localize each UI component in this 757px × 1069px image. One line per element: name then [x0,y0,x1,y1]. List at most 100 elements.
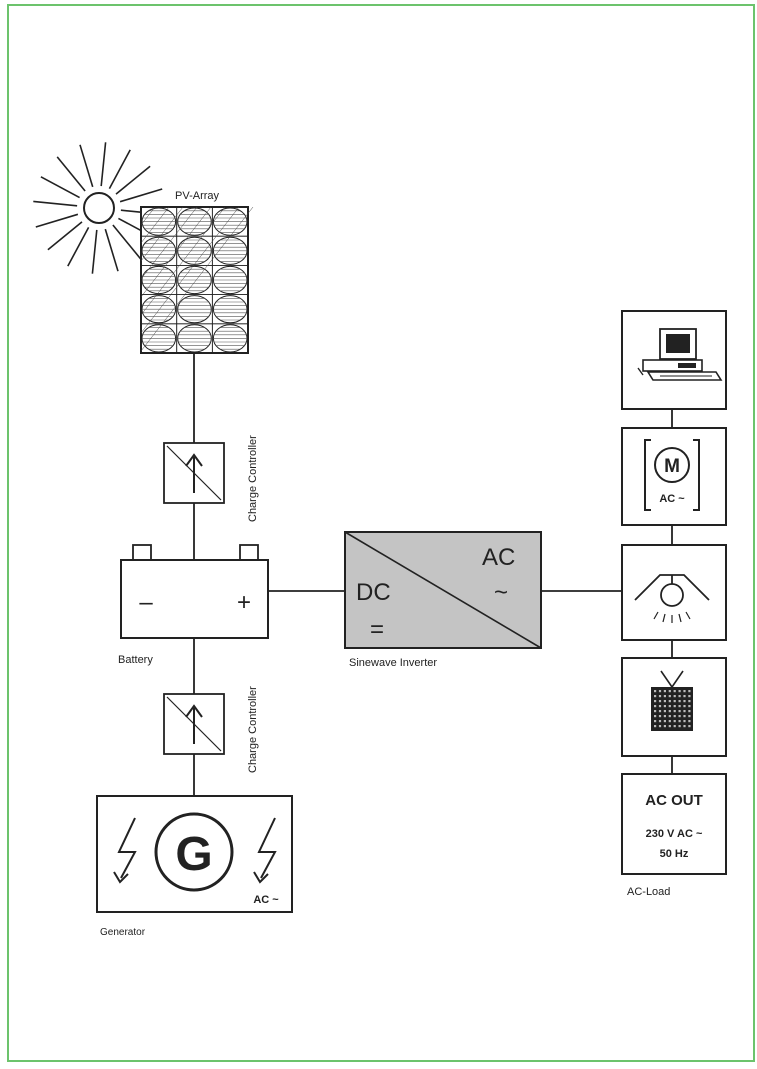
inverter-label: Sinewave Inverter [349,657,437,669]
tv-pixel [678,720,681,723]
tv-pixel [678,710,681,713]
tv-pixel [678,700,681,703]
ac-out-voltage: 230 V AC ~ [646,828,703,840]
sun-ray [115,165,151,195]
pv-cell [211,294,249,325]
tv-pixel [673,705,676,708]
tv-pixel [663,720,666,723]
tv-pixel [654,690,657,693]
tv-pixel [678,690,681,693]
generator-letter: G [175,828,212,881]
pv-array-icon [140,206,254,354]
tv-pixel [668,725,671,728]
pv-shading [140,206,240,334]
sun-ray [79,144,94,188]
tv-pixel [683,695,686,698]
pv-array-label: PV-Array [175,190,220,202]
tv-pixel [668,705,671,708]
battery-plus: + [237,589,251,616]
inverter-ac: AC [482,544,515,571]
inverter-ac-symbol: ~ [494,579,508,606]
sun-ray [100,142,107,187]
computer-load [621,310,727,410]
page-border [7,4,755,1062]
tv-pixel [678,725,681,728]
tv-pixel [673,725,676,728]
sun-ray [108,149,131,189]
arrow-up-icon [185,453,203,493]
tv-pixel [683,715,686,718]
tv-pixel [654,695,657,698]
pv-cell [140,206,178,237]
generator-ac: AC ~ [253,894,279,906]
sun-ray [91,229,98,274]
tv-pixel [663,725,666,728]
sun-ray [40,176,80,199]
sun-ray [104,228,119,272]
ac-out-title: AC OUT [645,792,703,809]
tv-pixel [663,715,666,718]
motor-icon [644,439,700,511]
sun-ray [35,213,79,228]
tv-pixel [663,695,666,698]
tv-pixel [678,705,681,708]
pv-shading [140,206,170,244]
tv-pixel [673,695,676,698]
motor-letter: M [664,456,680,477]
tv-pixel [673,715,676,718]
motor-load: M AC ~ [621,427,727,526]
ac-out-box: AC OUT 230 V AC ~ 50 Hz [621,773,727,875]
tv-pixel [658,700,662,703]
pv-cell [140,323,178,354]
tv-pixel [683,705,686,708]
pv-shading [140,206,226,316]
generator-icon: G AC ~ [96,795,293,913]
tv-pixel [658,710,662,713]
tv-pixel [654,720,657,723]
pv-shading [140,206,156,226]
sun-ray [67,227,90,267]
lightning-icon [113,817,137,884]
tv-pixel [688,715,691,718]
tv-pixel [668,720,671,723]
charge-controller-top-label: Charge Controller [247,435,259,522]
tv-pixel [668,690,671,693]
tv-pixel [654,710,657,713]
inverter-dc-symbol: = [370,616,384,643]
inverter-dc: DC [356,579,391,606]
tv-pixel [654,715,657,718]
pv-shading [140,206,212,298]
lightning-icon [253,817,277,884]
tv-pixel [678,715,681,718]
charge-controller-top [163,442,225,504]
arrow-up-icon [185,704,203,744]
tv-pixel [658,695,662,698]
generator-label: Generator [100,927,146,938]
lamp-load [621,544,727,641]
computer-icon [637,328,723,381]
charge-controller-bottom [163,693,225,755]
tv-icon [651,670,693,731]
tv-pixel [668,710,671,713]
tv-pixel [683,725,686,728]
sun-ray [112,224,142,260]
tv-load [621,657,727,757]
tv-pixel [663,705,666,708]
tv-pixel [658,690,662,693]
pv-shading [140,206,184,262]
tv-pixel [663,690,666,693]
pv-cell [140,235,178,266]
pv-shading [140,206,254,352]
tv-pixel [688,725,691,728]
tv-pixel [673,720,676,723]
sun-ray [47,221,83,251]
tv-pixel [688,700,691,703]
sun-icon [33,142,165,274]
tv-pixel [654,725,657,728]
battery-minus: – [139,589,153,616]
tv-pixel [688,720,691,723]
ac-out-frequency: 50 Hz [660,848,689,860]
pv-shading [140,206,198,280]
